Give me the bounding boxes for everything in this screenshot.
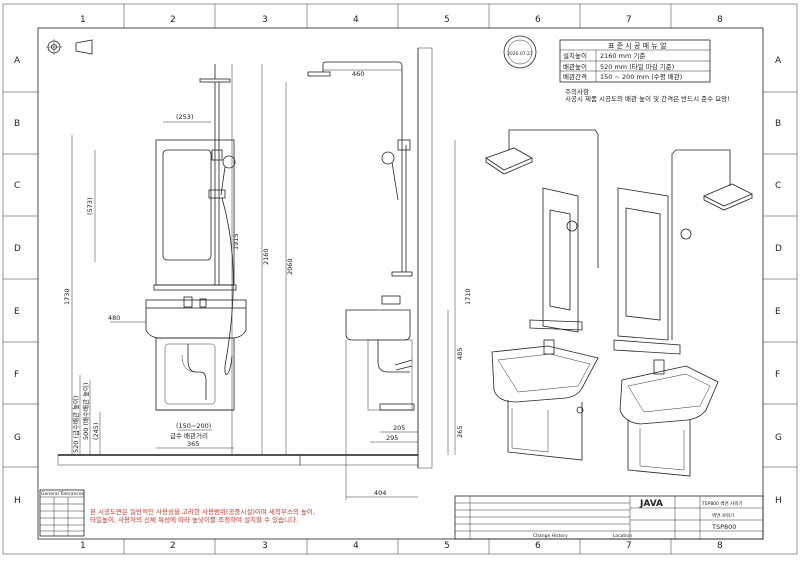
column-label: 1 <box>80 15 86 25</box>
column-label: 2 <box>170 15 176 25</box>
row-labels-left: A B C D E F G H <box>14 56 21 506</box>
column-label: 3 <box>262 15 268 25</box>
column-label: 6 <box>535 15 541 25</box>
tolerance-title: General Tolerances <box>41 491 85 497</box>
product-description: TSP800 벽면 샤워기 <box>701 500 742 507</box>
dim-245: (245) <box>92 423 100 440</box>
dim-205: 205 <box>393 424 405 432</box>
product-name: 벽면 샤워기 <box>712 512 734 519</box>
column-label: 5 <box>444 541 450 551</box>
column-label: 7 <box>626 15 632 25</box>
dim-520: 520 (급수배관 높이) <box>71 396 80 454</box>
front-view: (253) (573) 1730 480 520 (급수배관 높이) 500 (… <box>57 64 301 466</box>
dim-150-200: (150~200) <box>176 422 211 430</box>
column-label: 1 <box>80 541 86 551</box>
row-label: A <box>775 56 782 66</box>
column-label: 3 <box>262 541 268 551</box>
side-view: 460 1710 485 265 205 295 404 <box>299 47 472 500</box>
location-label: Location <box>613 533 632 539</box>
dim-253: (253) <box>176 113 193 121</box>
brand-logo: JAVA <box>639 499 663 509</box>
row-label: E <box>14 307 20 317</box>
spec-value: 150 ~ 200 mm (수평 배관) <box>600 72 682 81</box>
model-number: TSP800 <box>711 523 736 531</box>
footer-note-line1: 본 시공도면은 일반적인 사용성을 고려한 사용범위(공중시설)이며 세척부스의… <box>90 507 315 516</box>
dim-460: 460 <box>352 70 364 78</box>
dim-485: 485 <box>456 348 464 360</box>
row-label: H <box>14 496 21 506</box>
column-label: 4 <box>353 541 359 551</box>
spec-table-title: 표 준 시 공 매 뉴 얼 <box>608 41 666 50</box>
row-label: B <box>14 119 20 129</box>
dim-404: 404 <box>374 489 386 497</box>
notice-title: 주의사항 <box>565 87 589 96</box>
spec-label: 배관간격 <box>563 72 587 81</box>
dim-295: 295 <box>386 434 398 442</box>
row-label: C <box>775 181 781 191</box>
spec-value: 520 mm (타일 마감 기준) <box>600 62 674 71</box>
isometric-view-right <box>613 149 753 477</box>
drawing-frame <box>37 27 764 540</box>
spec-label: 배관높이 <box>563 62 587 71</box>
column-label: 8 <box>717 15 723 25</box>
column-label: 5 <box>444 15 450 25</box>
notice-text: 시공시 제품 시공도의 배관 높이 및 간격은 반드시 준수 요망! <box>565 94 730 103</box>
column-label: 2 <box>170 541 176 551</box>
dim-265: 265 <box>456 426 464 438</box>
outer-border <box>2 3 798 555</box>
dim-2060: 2060 <box>286 258 294 275</box>
spec-table: 표 준 시 공 매 뉴 얼 설치높이 2160 mm 기준 배관높이 520 m… <box>559 39 711 83</box>
supply-gap-label: 급수 배관거리 <box>170 431 208 440</box>
dim-2160: 2160 <box>262 248 270 265</box>
stamp-date: 2020.07.27 <box>507 51 533 57</box>
frame-ticks <box>3 4 797 554</box>
dim-480: 480 <box>108 314 120 322</box>
row-label: F <box>775 370 780 380</box>
projection-symbol-icon <box>46 39 93 55</box>
row-label: E <box>775 307 781 317</box>
dim-365: 365 <box>187 440 199 448</box>
column-label: 7 <box>626 541 632 551</box>
spec-value: 2160 mm 기준 <box>600 51 645 60</box>
column-labels-bottom: 1 2 3 4 5 6 7 8 <box>80 541 723 551</box>
footer-note-line2: 타일높이, 사용자의 신체 특성에 따라 높낮이를 조정하여 설치할 수 있습니… <box>90 515 298 524</box>
change-history-label: Change History <box>533 533 568 539</box>
row-labels-right: A B C D E F G H <box>775 56 782 506</box>
row-label: H <box>775 496 782 506</box>
row-label: G <box>14 433 21 443</box>
row-label: F <box>14 370 19 380</box>
column-label: 4 <box>353 15 359 25</box>
dim-1730: 1730 <box>63 288 71 305</box>
column-labels-top: 1 2 3 4 5 6 7 8 <box>80 15 723 25</box>
row-label: C <box>14 181 20 191</box>
title-block: Change History Location JAVA TSP800 벽면 샤… <box>454 495 764 540</box>
dim-1710: 1710 <box>464 288 472 305</box>
tolerance-table: General Tolerances <box>39 489 85 537</box>
dim-1915: 1915 <box>232 233 240 250</box>
row-label: D <box>775 244 782 254</box>
row-label: D <box>14 244 21 254</box>
row-label: G <box>775 433 782 443</box>
column-label: 8 <box>717 541 723 551</box>
row-label: A <box>14 56 21 66</box>
dim-573: (573) <box>86 198 94 215</box>
dim-500: 500 (배수배관 높이) <box>81 383 90 441</box>
column-label: 6 <box>535 541 541 551</box>
approval-stamp: 2020.07.27 <box>503 35 537 69</box>
row-label: B <box>775 119 781 129</box>
spec-label: 설치높이 <box>563 51 587 60</box>
isometric-view-left <box>485 129 599 461</box>
